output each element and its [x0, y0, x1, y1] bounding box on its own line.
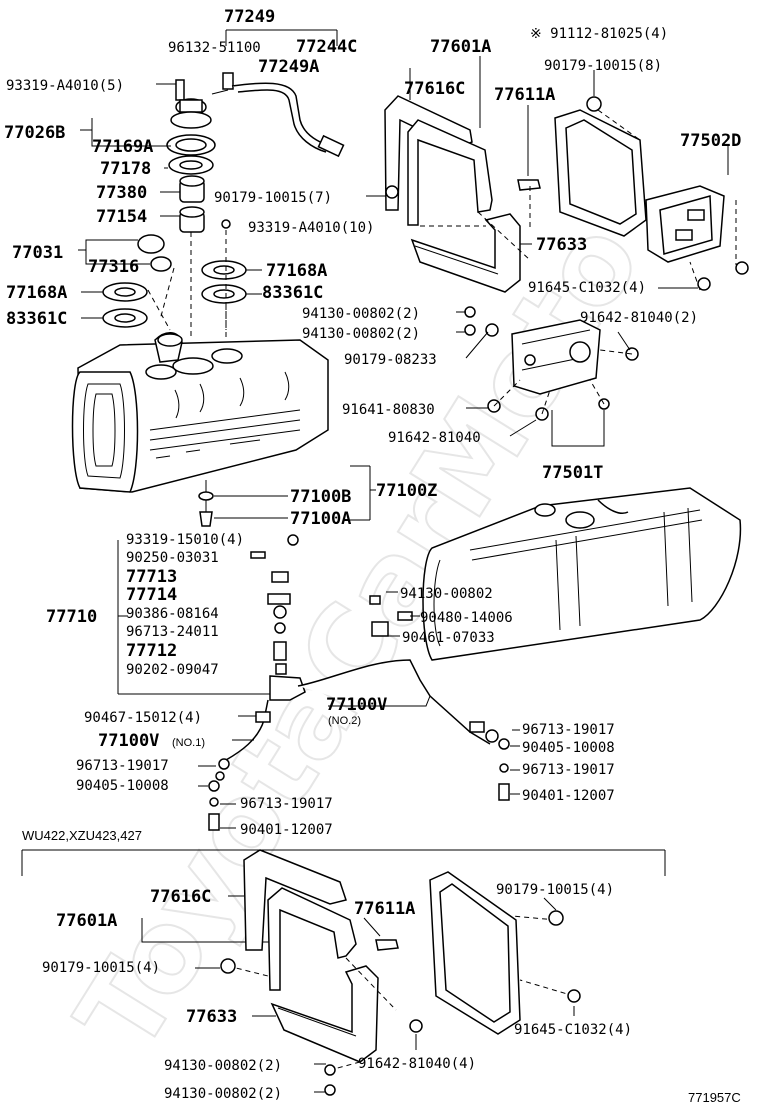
label-96132-51100: 96132-51100: [168, 40, 261, 56]
label-93319-15010-4: 93319-15010(4): [126, 532, 244, 548]
label-77611a-bottom: 77611A: [354, 899, 415, 919]
label-91645-c1032-4: 91645-C1032(4): [528, 280, 646, 296]
label-96713-19017-l1: 96713-19017: [76, 758, 169, 774]
label-90480-14006: 90480-14006: [420, 610, 513, 626]
label-91112-81025-4: ※ 91112-81025(4): [530, 26, 668, 42]
label-90179-10015-7: 90179-10015(7): [214, 190, 332, 206]
figure-id: 771957C: [688, 1090, 741, 1105]
label-77168a-right: 77168A: [266, 261, 327, 281]
label-94130-00802-2a-bottom: 94130-00802(2): [164, 1058, 282, 1074]
label-94130-00802-2a: 94130-00802(2): [302, 306, 420, 322]
label-90179-10015-4-left: 90179-10015(4): [42, 960, 160, 976]
label-94130-00802-2b-bottom: 94130-00802(2): [164, 1086, 282, 1102]
label-77601a-bottom: 77601A: [56, 911, 117, 931]
label-94130-00802: 94130-00802: [400, 586, 493, 602]
label-77633-bottom: 77633: [186, 1007, 237, 1027]
label-77169a: 77169A: [92, 137, 153, 157]
fuel-sender-assembly: [102, 29, 345, 340]
label-93319-a4010-5: 93319-A4010(5): [6, 78, 124, 94]
label-77616c: 77616C: [404, 79, 465, 99]
label-90202-09047: 90202-09047: [126, 662, 219, 678]
label-77316: 77316: [88, 257, 139, 277]
variant-section: [21, 849, 666, 1096]
label-91642-81040-4-bottom: 91642-81040(4): [358, 1056, 476, 1072]
fuel-tank-upper: [71, 332, 329, 527]
label-77712: 77712: [126, 641, 177, 661]
label-90467-15012-4: 90467-15012(4): [84, 710, 202, 726]
label-90179-10015-4-right: 90179-10015(4): [496, 882, 614, 898]
label-90179-10015-8: 90179-10015(8): [544, 58, 662, 74]
label-93319-a4010-10: 93319-A4010(10): [248, 220, 374, 236]
label-91642-81040: 91642-81040: [388, 430, 481, 446]
label-77031: 77031: [12, 243, 63, 263]
label-91641-80830: 91641-80830: [342, 402, 435, 418]
label-77154: 77154: [96, 207, 147, 227]
label-77714: 77714: [126, 585, 177, 605]
label-91645-c1032-4-bottom: 91645-C1032(4): [514, 1022, 632, 1038]
label-77100a: 77100A: [290, 509, 351, 529]
label-96713-19017-r2: 96713-19017: [522, 762, 615, 778]
leader-lines: [78, 56, 729, 1093]
label-90179-08233: 90179-08233: [344, 352, 437, 368]
label-90250-03031: 90250-03031: [126, 550, 219, 566]
label-77601a: 77601A: [430, 37, 491, 57]
label-77026b: 77026B: [4, 123, 65, 143]
label-77100v-no1-sub: (NO.1): [172, 737, 205, 749]
fuel-line-assembly: [117, 534, 510, 831]
label-96713-19017-r1: 96713-19017: [522, 722, 615, 738]
label-77502d: 77502D: [680, 131, 741, 151]
label-77380: 77380: [96, 183, 147, 203]
label-77501t: 77501T: [542, 463, 603, 483]
label-90461-07033: 90461-07033: [402, 630, 495, 646]
label-83361c-right: 83361C: [262, 283, 323, 303]
label-77244c: 77244C: [296, 37, 357, 57]
label-94130-00802-2b: 94130-00802(2): [302, 326, 420, 342]
fuel-tank-lower: [422, 487, 742, 661]
label-77713: 77713: [126, 567, 177, 587]
label-96713-19017-l2: 96713-19017: [240, 796, 333, 812]
label-90401-12007-r: 90401-12007: [522, 788, 615, 804]
label-77616c-bottom: 77616C: [150, 887, 211, 907]
label-77100v-no2-sub: (NO.2): [328, 715, 361, 727]
label-91642-81040-2: 91642-81040(2): [580, 310, 698, 326]
part-labels: 77249 96132-51100 77244C 77249A 93319-A4…: [4, 7, 741, 1105]
label-77633: 77633: [536, 235, 587, 255]
label-77710: 77710: [46, 607, 97, 627]
label-variant-note: WU422,XZU423,427: [22, 828, 142, 843]
tank-band-assembly: [384, 95, 749, 447]
label-90405-10008-r: 90405-10008: [522, 740, 615, 756]
label-77249a: 77249A: [258, 57, 319, 77]
label-90401-12007-l: 90401-12007: [240, 822, 333, 838]
label-77100b: 77100B: [290, 487, 351, 507]
label-83361c-left: 83361C: [6, 309, 67, 329]
label-77178: 77178: [100, 159, 151, 179]
label-77168a-left: 77168A: [6, 283, 67, 303]
label-90386-08164: 90386-08164: [126, 606, 219, 622]
label-90405-10008-l: 90405-10008: [76, 778, 169, 794]
label-77100z: 77100Z: [376, 481, 437, 501]
label-77100v-no1: 77100V: [98, 731, 159, 751]
label-77249: 77249: [224, 7, 275, 27]
label-77611a: 77611A: [494, 85, 555, 105]
label-96713-24011: 96713-24011: [126, 624, 219, 640]
label-77100v-no2: 77100V: [326, 695, 387, 715]
